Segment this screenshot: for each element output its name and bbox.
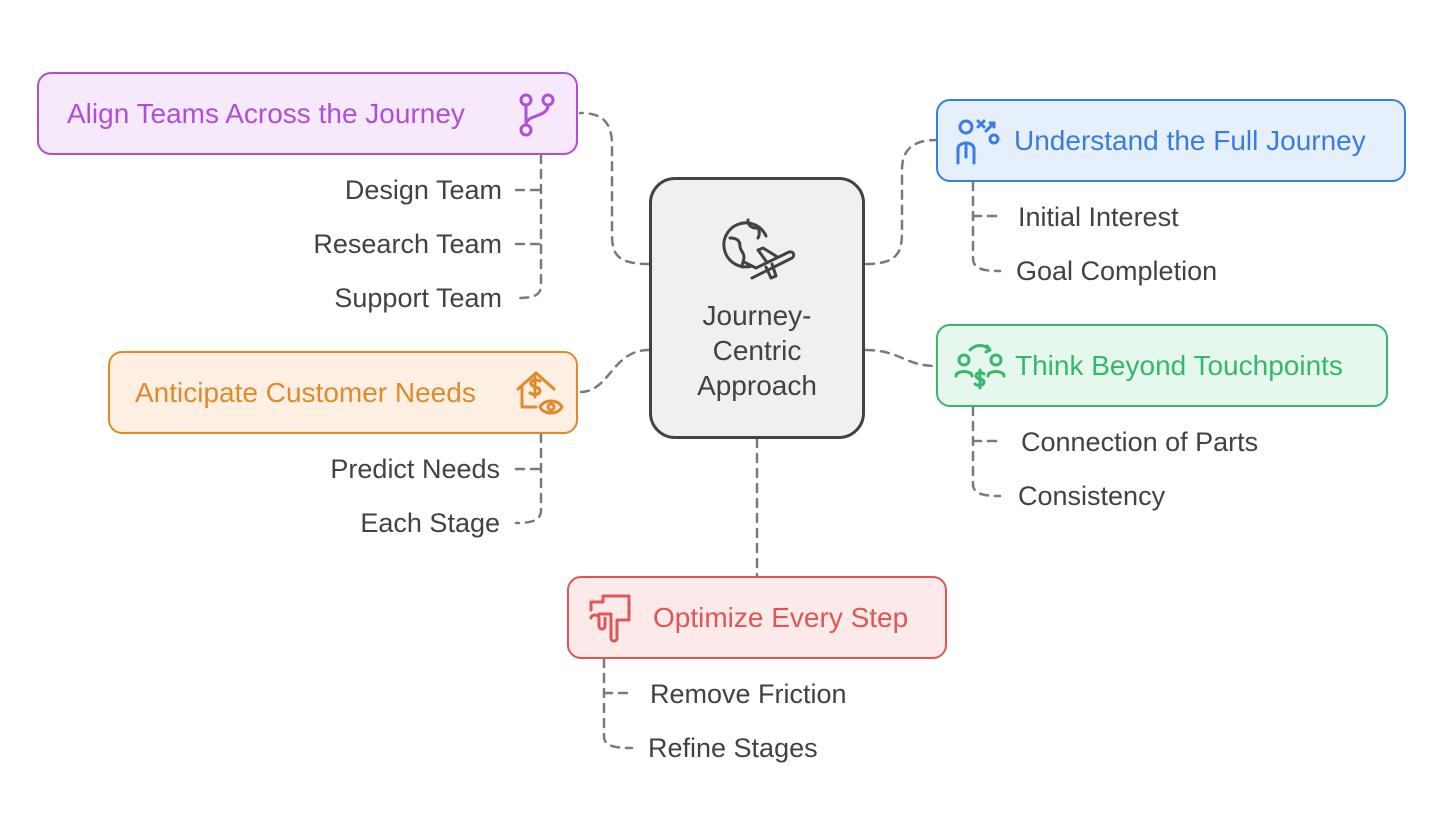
center-line-1: Journey- <box>702 300 812 331</box>
strategy-person-icon <box>956 119 1000 165</box>
people-exchange-icon <box>954 344 1006 390</box>
branch-optimize-step: Optimize Every Step <box>567 576 947 659</box>
house-dollar-eye-icon <box>516 371 564 415</box>
think-item-connection-of-parts: Connection of Parts <box>1021 427 1259 457</box>
branch-anticipate-needs: Anticipate Customer Needs <box>108 351 578 434</box>
connector-center-anticipate <box>578 348 651 394</box>
center-node: Journey- Centric Approach <box>649 177 865 439</box>
connector-understand-children <box>971 180 1002 273</box>
understand-item-initial-interest: Initial Interest <box>1018 202 1179 232</box>
optimize-item-refine-stages: Refine Stages <box>648 733 818 763</box>
understand-item-goal-completion: Goal Completion <box>1016 256 1218 286</box>
align-item-design-team: Design Team <box>344 175 502 205</box>
optimize-item-remove-friction: Remove Friction <box>650 679 847 709</box>
align-item-support-team: Support Team <box>334 283 502 313</box>
git-branch-icon <box>519 93 555 137</box>
branch-think-touchpoints: Think Beyond Touchpoints <box>936 324 1388 407</box>
connector-center-align <box>578 111 651 266</box>
center-line-2: Centric <box>712 335 802 366</box>
steps-arrow-icon <box>589 594 631 643</box>
branch-align-title: Align Teams Across the Journey <box>67 97 465 129</box>
connector-align-children <box>514 153 543 300</box>
branch-optimize-title: Optimize Every Step <box>653 601 909 633</box>
align-item-research-team: Research Team <box>313 229 502 259</box>
branch-understand-title: Understand the Full Journey <box>1014 124 1366 156</box>
center-title: Journey- Centric Approach <box>652 298 862 403</box>
connector-center-understand <box>864 138 938 266</box>
branch-align-teams: Align Teams Across the Journey <box>37 72 578 155</box>
connector-anticipate-children <box>514 432 543 525</box>
branch-anticipate-title: Anticipate Customer Needs <box>135 376 476 408</box>
think-item-consistency: Consistency <box>1018 481 1166 511</box>
connector-center-think <box>864 348 938 368</box>
anticipate-item-each-stage: Each Stage <box>360 508 500 538</box>
branch-think-title: Think Beyond Touchpoints <box>1015 349 1343 381</box>
branch-understand-journey: Understand the Full Journey <box>936 99 1406 182</box>
anticipate-item-predict-needs: Predict Needs <box>330 454 500 484</box>
connector-optimize-children <box>602 657 634 750</box>
center-line-3: Approach <box>697 370 817 401</box>
connector-think-children <box>971 405 1002 498</box>
globe-airplane-icon <box>722 218 796 280</box>
